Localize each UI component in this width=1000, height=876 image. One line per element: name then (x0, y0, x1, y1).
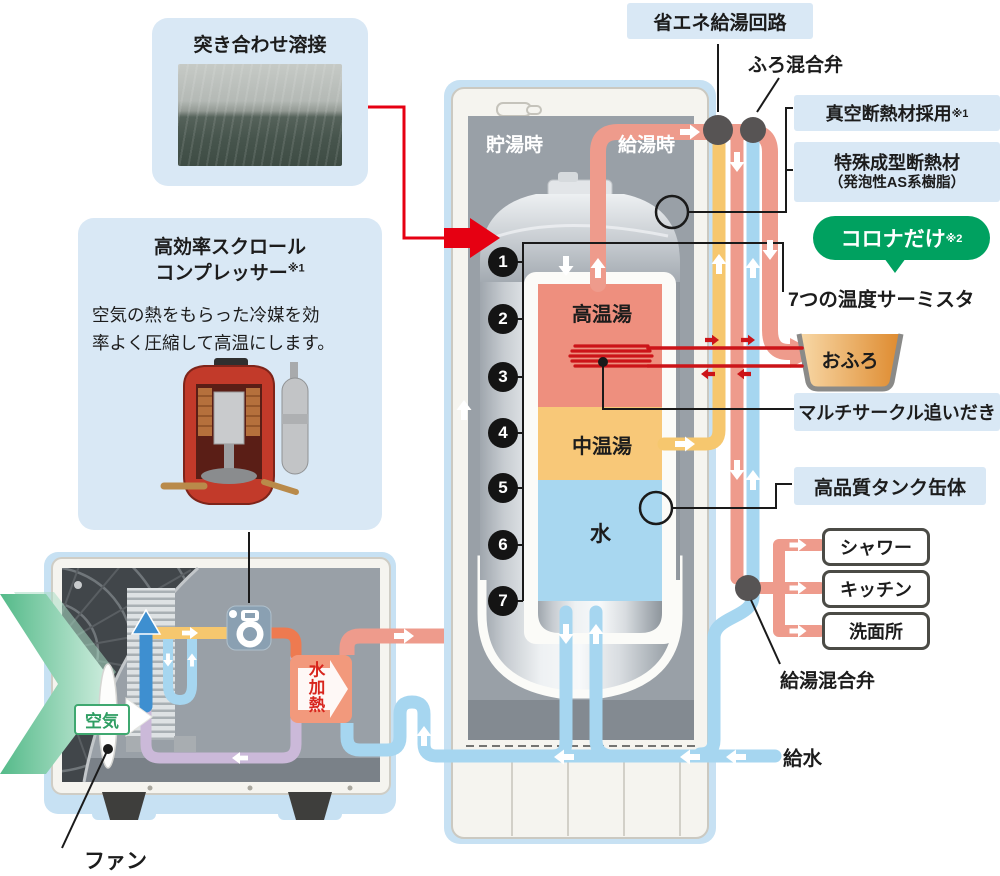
zone-mid (538, 407, 662, 480)
energy-circuit-label-box: 省エネ給湯回路 (627, 3, 813, 39)
zone-hot-label: 高温湯 (572, 304, 632, 326)
multi-circle-label: マルチサークル追いだき (798, 403, 996, 423)
leader-lines (61, 44, 794, 849)
fan-label: ファン (84, 850, 147, 873)
zone-water-label: 水 (590, 523, 611, 546)
sensor-6: 6 (488, 530, 518, 560)
compressor-icon (226, 605, 272, 651)
tank-quality-label: 高品質タンク缶体 (813, 477, 966, 499)
energy-circuit-valve (703, 115, 733, 145)
compressor-title-text: コンプレッサー (155, 263, 288, 284)
sensor-4: 4 (488, 418, 518, 448)
corona-only-badge: コロナだけ※2 (813, 216, 990, 260)
multi-circle-label-box: マルチサークル追いだき (794, 393, 1000, 431)
compressor-title-line2: コンプレッサー※1 (78, 258, 382, 285)
washroom-label-box: 洗面所 (822, 612, 930, 650)
bathtub-icon (796, 333, 904, 392)
thermistors-label: 7つの温度サーミスタ (788, 289, 975, 311)
storing-label: 貯湯時 (486, 135, 544, 156)
shower-label: シャワー (840, 538, 912, 558)
bath-mix-valve-dot (740, 117, 766, 143)
corona-only-label: コロナだけ (840, 228, 946, 251)
unit-foot-right (288, 792, 332, 820)
vacuum-insulation-box: 真空断熱材採用※1 (794, 95, 1000, 131)
air-flow-arrow-main (0, 594, 114, 774)
water-supply-label: 給水 (783, 748, 823, 770)
washroom-label: 洗面所 (849, 622, 903, 642)
fan-leader-dot (103, 744, 113, 754)
compressor-body-line2: 率よく圧縮して高温にします。 (92, 333, 335, 353)
weld-callout-box: 突き合わせ溶接 (152, 18, 368, 186)
supply-mix-valve-label: 給湯混合弁 (780, 671, 876, 692)
molded-insulation-box: 特殊成型断熱材 （発泡性AS系樹脂） (794, 142, 1000, 202)
corona-note: ※2 (945, 232, 963, 245)
supplying-label: 給湯時 (618, 135, 676, 156)
sensor-3: 3 (488, 362, 518, 392)
compressor-body-line1: 空気の熱をもらった冷媒を効 (92, 305, 320, 325)
vacuum-insulation-label: 真空断熱材採用 (825, 104, 952, 124)
sensor-5: 5 (488, 473, 518, 503)
weld-photo (178, 64, 342, 166)
sensor-7: 7 (488, 586, 518, 616)
kitchen-label: キッチン (840, 580, 912, 600)
sensor-2: 2 (488, 304, 518, 334)
compressor-photo (160, 358, 309, 505)
corona-badge-tail (884, 258, 906, 273)
vacuum-note: ※1 (951, 107, 969, 120)
tank-unit (444, 80, 716, 844)
supply-mix-valve-dot (735, 575, 761, 601)
molded-insulation-line1: 特殊成型断熱材 (834, 152, 960, 173)
outdoor-unit (0, 552, 396, 820)
tank-quality-label-box: 高品質タンク缶体 (794, 467, 986, 505)
water-heating-label: 水加熱 (306, 661, 324, 714)
weld-leader-arrow (368, 105, 500, 258)
shower-label-box: シャワー (822, 528, 930, 566)
kitchen-label-box: キッチン (822, 570, 930, 608)
weld-title: 突き合わせ溶接 (193, 35, 327, 56)
compressor-callout-box: 高効率スクロール コンプレッサー※1 空気の熱をもらった冷媒を効 率よく圧縮して… (78, 218, 382, 530)
energy-circuit-label: 省エネ給湯回路 (653, 12, 787, 34)
compressor-title-line1: 高効率スクロール (153, 237, 306, 258)
water-heating-box (290, 655, 352, 723)
bath-label: おふろ (821, 351, 879, 372)
air-label: 空気 (74, 704, 130, 735)
multi-circle-coil (568, 344, 804, 368)
bath-mix-valve-label: ふろ混合弁 (748, 55, 844, 76)
compressor-note: ※1 (287, 262, 305, 275)
zone-mid-label: 中温湯 (572, 436, 632, 458)
unit-foot-left (102, 792, 146, 820)
molded-insulation-line2: （発泡性AS系樹脂） (828, 175, 966, 192)
sensor-1: 1 (488, 247, 518, 277)
